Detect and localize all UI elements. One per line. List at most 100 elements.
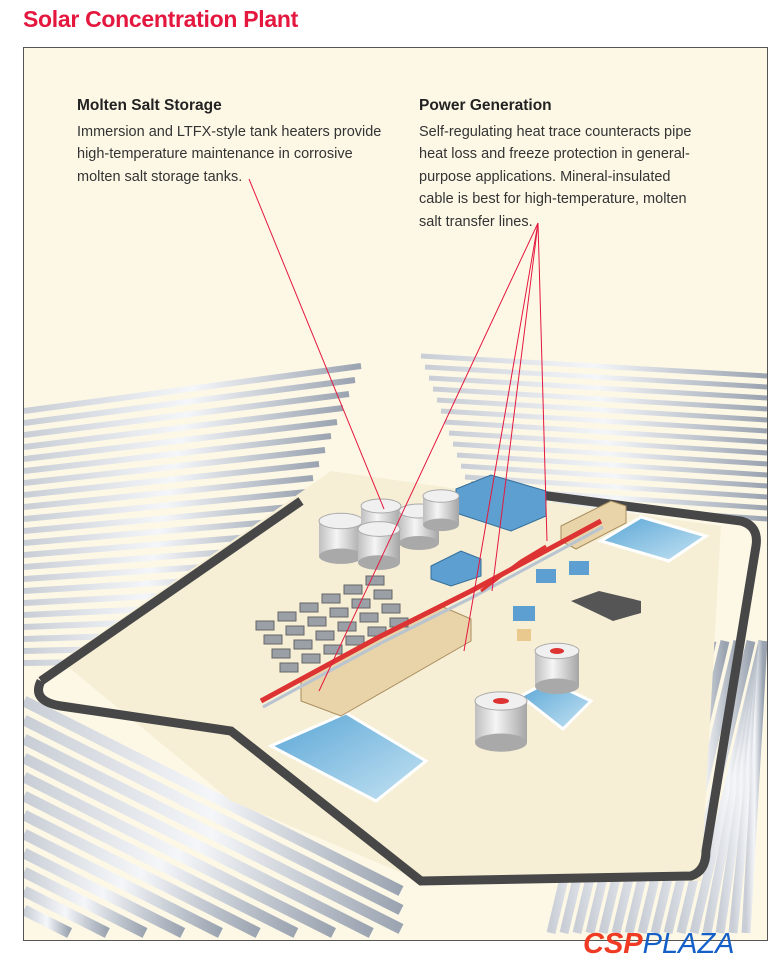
pond [597,515,710,563]
callout-line: cable is best for high-temperature, molt… [419,191,687,207]
equipment-block [271,648,291,659]
tank-base [475,733,527,752]
collector-row [24,447,326,486]
collector-row [24,715,404,915]
callout-power-generation: Power Generation Self-regulating heat tr… [419,95,719,233]
equipment-block [359,612,379,623]
collector-row [24,772,337,938]
building [569,561,589,575]
transfer-pipe [259,518,603,704]
callout-molten-salt-storage: Molten Salt Storage Immersion and LTFX-s… [77,95,407,188]
tank-base [535,678,579,694]
equipment-block [381,603,401,614]
collector-row [24,810,261,938]
callout-line: purpose applications. Mineral-insulated [419,168,671,185]
building [513,606,535,621]
equipment-block [307,616,327,627]
callout-line: heat loss and freeze protection in gener… [419,146,690,162]
logo-plaza: PLAZA [642,928,735,960]
solar-collector-field [24,353,767,938]
callout-line: salt transfer lines. [419,213,533,230]
tank-top [422,489,460,503]
collector-row [24,867,148,938]
equipment-block [299,602,319,613]
tank-heater-cap [550,648,564,654]
tank-top [360,498,402,514]
perimeter-road [34,481,761,886]
equipment-blocks [255,575,409,673]
collector-row [24,734,404,934]
equipment-block [277,611,297,622]
tank-top [357,521,401,537]
equipment-block [351,598,371,609]
callout-line: Self-regulating heat trace counteracts p… [419,123,692,140]
cooling-pond [267,711,429,803]
plant-illustration: Molten Salt Storage Immersion and LTFX-s… [23,47,768,941]
parking [571,591,641,621]
collector-row [24,829,223,938]
equipment-block [373,589,393,600]
equipment-block [365,575,385,586]
tank-base [399,536,439,550]
collector-row [24,377,356,426]
callout-line: Immersion and LTFX-style tank heaters pr… [77,123,382,140]
equipment-block [345,635,365,646]
collector-row [444,419,767,445]
equipment-block [329,607,349,618]
callout-heading: Power Generation [419,97,552,114]
callout-line: high-temperature maintenance in corrosiv… [77,146,353,162]
collector-row [24,475,314,510]
collector-row [24,405,344,450]
equipment-block [285,625,305,636]
collector-row [24,517,296,546]
collector-row [24,848,186,938]
collector-row [448,430,767,456]
building [517,629,531,641]
building [430,550,482,587]
collector-row [24,503,302,534]
equipment-block [255,620,275,631]
equipment-block [343,584,363,595]
collector-row [436,397,767,423]
collector-row [24,791,299,938]
equipment-block [321,593,341,604]
equipment-block [263,634,283,645]
collector-row [464,474,767,500]
callout-line: molten salt storage tanks. [77,168,243,185]
collector-row [741,640,767,934]
molten-salt-tanks [318,489,580,752]
pipe [480,544,547,593]
collector-row [424,364,767,390]
logo-csp: CSP [583,928,643,960]
collector-row [24,753,374,938]
tank-base [423,518,459,532]
equipment-block [315,630,335,641]
tank-base [319,548,363,564]
equipment-block [323,644,343,655]
leader-lines [248,178,548,692]
csp-plaza-logo: CSPPLAZA [583,928,735,960]
collector-row [456,452,767,478]
plant-drawing [24,178,767,938]
collector-row [24,696,404,896]
collector-row [24,391,350,438]
page-title: Solar Concentration Plant [23,6,298,32]
collector-row [24,363,362,414]
callout-heading: Molten Salt Storage [77,97,222,114]
collector-row [428,375,767,401]
collector-row [24,461,320,498]
collector-row [24,419,338,462]
collector-row [24,489,308,522]
equipment-block [279,662,299,673]
transfer-pipe [262,525,604,709]
collector-row [452,441,767,467]
collector-row [24,886,110,938]
equipment-block [293,639,313,650]
collector-row [432,386,767,412]
collector-row [24,905,73,938]
collector-row [460,463,767,489]
collector-row [440,408,767,434]
tank-top [318,512,364,530]
equipment-block [337,621,357,632]
collector-row [420,353,767,379]
